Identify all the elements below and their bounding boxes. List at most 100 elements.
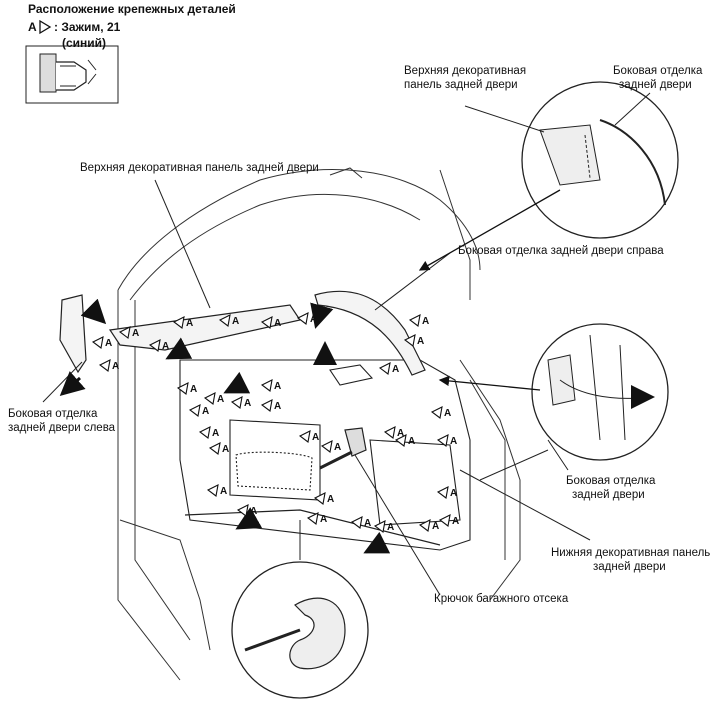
clip-marker-label: A <box>274 318 281 329</box>
callout-arrow-top <box>418 189 561 271</box>
clip-marker-label: A <box>312 432 319 443</box>
label-upper-panel-callout-2: панель задней двери <box>404 79 518 91</box>
clip-marker-label: A <box>422 316 429 327</box>
clip-marker-icon <box>118 326 131 339</box>
clip-marker-icon <box>296 312 309 325</box>
clip-marker-label: A <box>392 364 399 375</box>
clip-marker-label: A <box>105 338 112 349</box>
clip-marker-label: A <box>220 486 227 497</box>
legend-clip-box <box>25 45 119 104</box>
left-side-trim <box>59 294 87 374</box>
detail-circle-mid <box>531 323 669 461</box>
clip-marker-label: A <box>432 521 439 532</box>
label-side-trim-left-1: Боковая отделка <box>8 408 98 420</box>
removal-arrows <box>59 298 655 554</box>
clip-marker-label: A <box>444 408 451 419</box>
clip-marker-label: A <box>417 336 424 347</box>
legend-clip-line2: (синий) <box>62 36 107 50</box>
clip-marker-icon <box>408 314 421 327</box>
label-side-trim-top-1: Боковая отделка <box>613 65 703 77</box>
clip-marker-label: A <box>327 494 334 505</box>
vehicle-body-outline <box>117 167 521 681</box>
legend-clip-line1: : Зажим, 21 <box>54 20 121 34</box>
leader-lines <box>42 92 651 596</box>
clip-marker-icon <box>373 520 386 533</box>
clip-marker-label: A <box>320 514 327 525</box>
clip-marker-icon <box>394 434 407 447</box>
clip-marker-label: A <box>450 436 457 447</box>
clip-marker-label: A <box>250 506 257 517</box>
clip-marker-label: A <box>450 488 457 499</box>
label-side-trim-mid-1: Боковая отделка <box>566 475 656 487</box>
clip-marker-label: A <box>217 394 224 405</box>
clip-marker-label: A <box>190 384 197 395</box>
clip-marker-label: A <box>112 361 119 372</box>
clip-marker-icon <box>172 316 185 329</box>
label-lower-panel-2: задней двери <box>593 561 666 573</box>
label-side-trim-right: Боковая отделка задней двери справа <box>458 245 664 257</box>
clip-marker-icon <box>230 396 243 409</box>
label-side-trim-top-2: задней двери <box>619 79 692 91</box>
clip-marker-label: A <box>334 442 341 453</box>
label-lower-panel-1: Нижняя декоративная панель <box>551 547 711 559</box>
clip-marker-icon <box>206 484 219 497</box>
label-cargo-hook: Крючок багажного отсека <box>434 593 569 605</box>
clip-marker-label: A <box>452 516 459 527</box>
label-side-trim-left-2: задней двери слева <box>8 422 116 434</box>
clip-marker-icon <box>298 430 311 443</box>
clip-marker-icon <box>403 334 416 347</box>
clip-marker-icon <box>320 440 333 453</box>
clip-marker-label: A <box>222 444 229 455</box>
cargo-hook <box>319 427 367 470</box>
legend-triangle-icon <box>39 19 52 35</box>
clip-marker-icon <box>176 382 189 395</box>
clip-marker-label: A <box>162 341 169 352</box>
clip-marker-icon <box>236 504 249 517</box>
clip-marker-label: A <box>274 381 281 392</box>
clip-marker-label: A <box>364 518 371 529</box>
clip-marker-icon <box>260 399 273 412</box>
clip-marker-label: A <box>232 316 239 327</box>
legend-marker: A <box>28 20 37 34</box>
clip-marker-icon <box>218 314 231 327</box>
clip-marker-label: A <box>244 398 251 409</box>
clip-marker-label: A <box>212 428 219 439</box>
lower-trim-bar <box>184 509 441 546</box>
upper-trim-panel <box>108 304 301 351</box>
clip-marker-icon <box>260 379 273 392</box>
clip-marker-icon <box>260 316 273 329</box>
clip-marker-label: A <box>408 436 415 447</box>
clip-marker-icon <box>306 512 319 525</box>
label-upper-panel-main: Верхняя декоративная панель задней двери <box>80 162 319 174</box>
clip-marker-icon <box>438 514 451 527</box>
clip-marker-label: A <box>202 406 209 417</box>
clip-marker-icon <box>383 426 396 439</box>
clip-marker-label: A <box>310 314 317 325</box>
clip-marker-label: A <box>132 328 139 339</box>
clip-marker-icon <box>148 339 161 352</box>
clip-marker-icon <box>203 392 216 405</box>
clip-marker-label: A <box>186 318 193 329</box>
clip-marker-icon <box>378 362 391 375</box>
clip-marker-icon <box>91 336 104 349</box>
clip-marker-icon <box>418 519 431 532</box>
label-side-trim-mid-2: задней двери <box>572 489 645 501</box>
clip-marker-icon <box>208 442 221 455</box>
clip-marker-icon <box>430 406 443 419</box>
clip-marker-icon <box>436 486 449 499</box>
label-upper-panel-callout-1: Верхняя декоративная <box>404 65 527 77</box>
right-side-trim <box>314 290 426 376</box>
clip-marker-icon <box>350 516 363 529</box>
clip-marker-label: A <box>274 401 281 412</box>
clip-marker-icon <box>436 434 449 447</box>
legend-title: Расположение крепежных деталей <box>28 2 236 16</box>
clip-marker-label: A <box>397 428 404 439</box>
clip-marker-label: A <box>387 522 394 533</box>
detail-circle-top <box>521 81 679 239</box>
clip-marker-icon <box>198 426 211 439</box>
clip-marker-icon <box>98 359 111 372</box>
clip-marker-icon <box>313 492 326 505</box>
